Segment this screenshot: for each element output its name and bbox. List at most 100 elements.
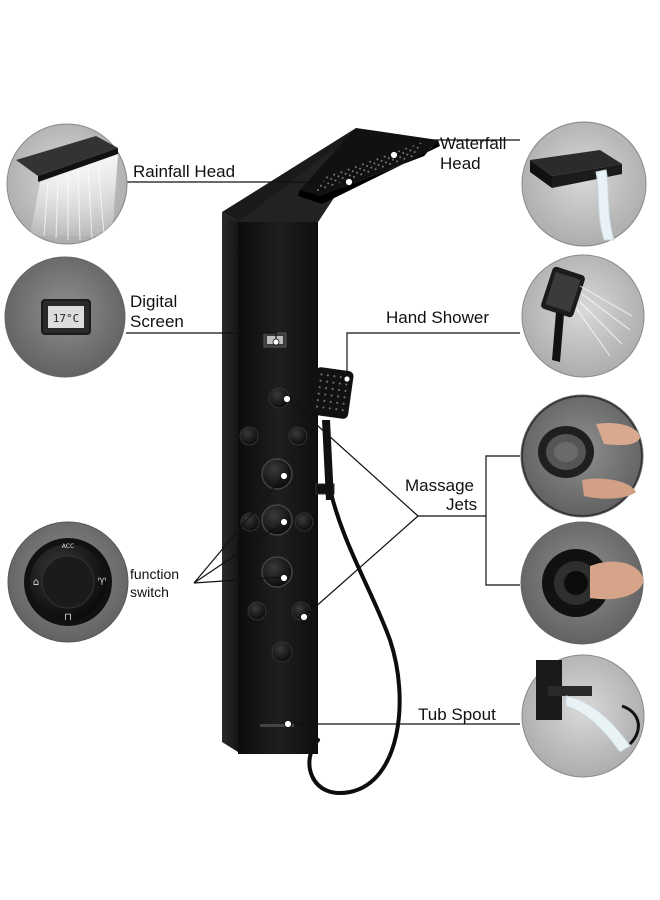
label-tub-spout: Tub Spout (418, 705, 496, 724)
label-digital-line2: Screen (130, 312, 184, 331)
hand-nozzle (333, 375, 336, 378)
rain-nozzle (324, 186, 327, 189)
hand-nozzle (339, 375, 342, 379)
shower-head-icon: ♈ (98, 577, 107, 588)
knob-mark-top: ACC (62, 543, 74, 550)
rain-nozzle (341, 177, 344, 179)
tap-icon: ⊓ (64, 612, 72, 623)
dot-digital (272, 338, 280, 346)
detail-tub-spout (521, 654, 645, 778)
dot-function-2 (280, 518, 288, 526)
tub-spout-slot (260, 724, 294, 727)
rain-nozzle (413, 151, 416, 153)
hand-nozzle (324, 393, 327, 396)
shower-panel (222, 128, 440, 796)
hand-nozzle (342, 402, 345, 405)
rain-nozzle (353, 176, 355, 178)
screen-readout: 17°C (53, 312, 80, 325)
rain-nozzle (334, 179, 337, 182)
rain-nozzle (392, 158, 394, 161)
rain-nozzle (348, 174, 351, 177)
rain-nozzle (340, 171, 343, 174)
rain-nozzle (366, 165, 369, 167)
jet (294, 512, 314, 532)
hand-nozzle (341, 409, 344, 412)
marker-dots (272, 151, 398, 728)
rain-nozzle (333, 173, 336, 176)
rain-nozzle (380, 159, 383, 162)
detail-waterfall-head (521, 121, 647, 247)
knob-mid (261, 504, 293, 536)
dot-rainfall (345, 178, 353, 186)
dot-waterfall (390, 151, 398, 159)
hand-nozzle (326, 374, 330, 377)
leader-massage-1 (287, 398, 419, 517)
jet (288, 426, 308, 446)
rain-head-plate (300, 128, 438, 196)
hand-nozzle (317, 392, 320, 395)
rain-nozzle (399, 156, 402, 159)
detail-waterfall-stream (595, 169, 615, 241)
rain-nozzle (351, 170, 354, 173)
detail-massage-jet-lower (520, 521, 644, 645)
hand-nozzle (336, 401, 339, 404)
rain-nozzle (384, 161, 387, 164)
hand-nozzle (338, 382, 341, 385)
detail-function-switch: ACC ⌂ ♈ ⊓ (7, 521, 129, 643)
hand-nozzle (319, 379, 322, 382)
hand-nozzle (318, 386, 321, 389)
detail-hand-shower (521, 254, 645, 378)
rain-nozzle (331, 183, 334, 186)
leader-hand-shower (346, 332, 520, 379)
label-massage-line2: Jets (446, 495, 478, 514)
hand-nozzle (335, 408, 338, 411)
rain-nozzle (409, 149, 412, 152)
knob-top (261, 458, 293, 490)
label-function-line2: switch (130, 584, 169, 600)
rain-nozzle (320, 184, 322, 187)
rain-nozzle (387, 157, 390, 160)
hand-nozzle (316, 399, 319, 402)
label-waterfall-line1: Waterfall (440, 134, 507, 153)
hand-nozzle (331, 387, 334, 391)
jet (271, 641, 293, 663)
rain-nozzles (317, 142, 422, 191)
leader-function-3 (193, 576, 284, 584)
jet (247, 601, 267, 621)
rain-nozzle (381, 165, 384, 168)
rain-nozzle (356, 171, 358, 174)
rain-nozzle (406, 153, 409, 156)
label-hand-shower: Hand Shower (386, 308, 490, 327)
panel-side (222, 212, 238, 752)
dot-function-1 (280, 472, 288, 480)
dot-massage-2 (300, 613, 308, 621)
detail-finger (590, 561, 644, 600)
label-function-line1: function (130, 566, 180, 582)
rain-nozzle (360, 173, 363, 176)
rain-nozzle (373, 162, 376, 165)
hand-nozzle (325, 387, 328, 390)
hand-nozzle (329, 400, 332, 404)
dot-hand-shower (343, 375, 351, 383)
rain-nozzle (389, 163, 391, 165)
leader-massage-lower (485, 516, 520, 586)
rain-nozzle (359, 167, 361, 170)
detail-massage-jet-upper (520, 394, 644, 518)
rain-nozzle (402, 152, 405, 154)
label-waterfall-line2: Head (440, 154, 481, 173)
rain-nozzle (347, 168, 350, 171)
holder-bracket (315, 483, 335, 495)
rain-nozzle (369, 160, 372, 163)
rain-head-face (298, 140, 440, 204)
hand-nozzle (343, 396, 346, 399)
rain-nozzle (370, 166, 373, 169)
rain-nozzle (326, 176, 328, 179)
detail-rain-plate (16, 136, 118, 176)
hand-nozzle (315, 405, 319, 408)
rain-nozzle (363, 169, 366, 172)
rain-nozzle (344, 172, 347, 175)
detail-rainfall-head (6, 123, 128, 245)
rain-nozzle (410, 155, 413, 158)
hand-nozzle (332, 381, 335, 384)
